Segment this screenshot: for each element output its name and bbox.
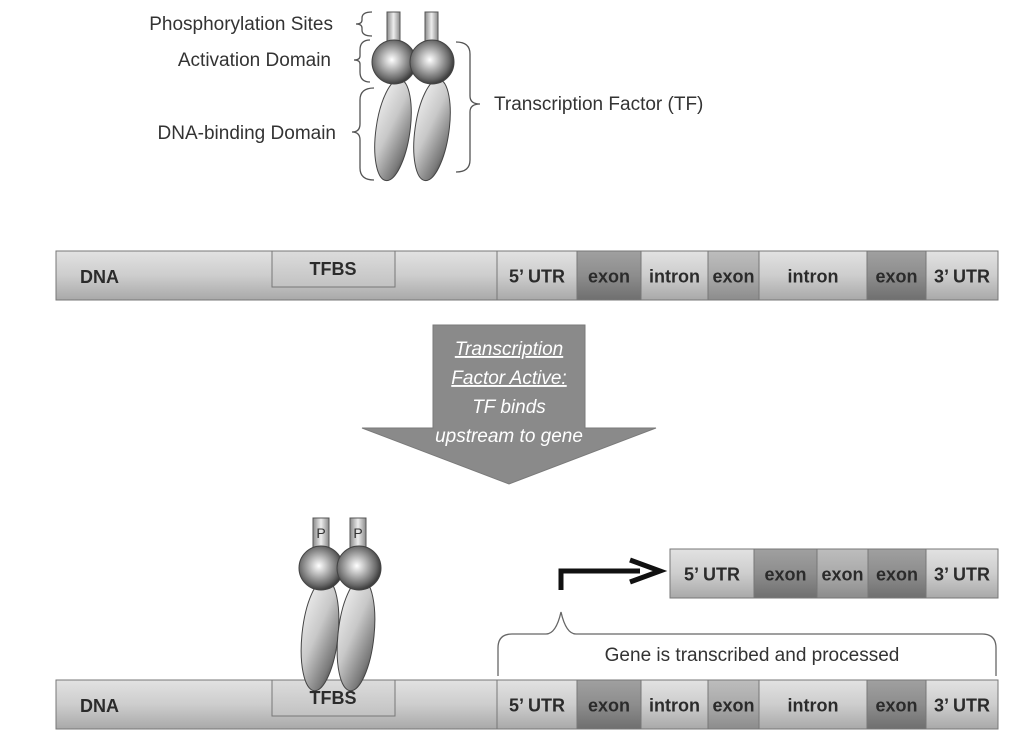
mrna-segment-box [816,548,869,599]
mrna-segment-box [867,548,927,599]
dna-top-tfbs-label: TFBS [310,259,357,279]
phosphorylation-stalk-left [386,11,401,43]
phospho-label-right: P [353,525,362,541]
dna-top-segment-box [640,250,709,301]
dna-bottom-segment-box [576,679,642,730]
active-oval-right [336,578,376,692]
mrna-segment-label: exon [821,565,863,585]
active-ball-right [336,545,382,591]
bracket-activation [353,39,371,83]
mrna-segment-label: 3’ UTR [934,565,990,585]
dna-binding-oval-right [413,78,451,182]
process-arrow-line3: TF binds [472,397,546,418]
dna-top-segment-label: intron [649,267,700,287]
mrna-segment-box [669,548,755,599]
gene-brace [497,611,997,676]
transcription-start-arrow [558,557,668,590]
mrna-segment-label: 5’ UTR [684,565,740,585]
process-arrow-line1: Transcription [455,339,563,360]
process-arrow-shape [361,324,657,485]
dna-binding-oval-left [374,78,412,182]
label-phosphorylation-sites: Phosphorylation Sites [149,14,333,35]
dna-bottom-segment-label: exon [875,696,917,716]
dna-bottom-segment-label: intron [649,696,700,716]
dna-bottom-segment-box [496,679,578,730]
dna-bottom-segment-box [866,679,927,730]
dna-bottom-segment-label: exon [588,696,630,716]
process-arrow: Transcription Factor Active: TF binds up… [361,324,657,485]
activation-ball-left [371,39,417,85]
dna-bottom-segment-label: 3’ UTR [934,696,990,716]
dna-top-label: DNA [80,267,119,287]
tf-active: P P [298,517,382,692]
dna-top-segment-box [758,250,868,301]
dna-bottom-label: DNA [80,696,119,716]
process-arrow-line2: Factor Active: [451,368,566,389]
active-ball-left [298,545,344,591]
mrna-segment-label: exon [764,565,806,585]
label-activation-domain: Activation Domain [178,50,331,71]
dna-top-segment-label: exon [712,267,754,287]
dna-top-segment-box [866,250,927,301]
bracket-dna-binding [351,87,375,181]
mrna-segment-label: exon [876,565,918,585]
mrna-segment-box [753,548,818,599]
dna-top-segments: 5’ UTR exon intron exon intron exon 3’ UTR [496,250,999,301]
tf-brackets [351,11,481,181]
bracket-phospho [355,11,373,37]
process-arrow-line4: upstream to gene [435,426,583,447]
dna-bottom-segment-box [758,679,868,730]
mrna-segments: 5’ UTR exon exon exon 3’ UTR [669,548,999,599]
label-transcription-factor: Transcription Factor (TF) [494,94,703,115]
dna-top-segment-label: 5’ UTR [509,267,565,287]
dna-top-segment-box [925,250,999,301]
tss-arrow-head [629,557,668,585]
dna-top-segment-label: 3’ UTR [934,267,990,287]
dna-top-segment-label: exon [588,267,630,287]
mrna-segment-box [925,548,999,599]
dna-bottom-segment-label: exon [712,696,754,716]
activation-ball-right [409,39,455,85]
dna-top-segment-label: intron [788,267,839,287]
label-dna-binding-domain: DNA-binding Domain [158,123,336,144]
dna-bottom-segments: 5’ UTR exon intron exon intron exon 3’ UTR [496,679,999,730]
tss-arrow-line [558,568,640,590]
phospho-label-left: P [316,525,325,541]
dna-bottom-segment-label: 5’ UTR [509,696,565,716]
gene-brace-label: Gene is transcribed and processed [605,645,900,666]
dna-bottom-segment-box [925,679,999,730]
dna-bottom-segment-box [640,679,709,730]
dna-top-segment-box [576,250,642,301]
dna-bottom-segment-label: intron [788,696,839,716]
dna-bottom-tfbs-label: TFBS [310,688,357,708]
dna-top-segment-label: exon [875,267,917,287]
phosphorylation-stalk-right [424,11,439,43]
tf-inactive [371,11,455,182]
active-oval-left [300,578,340,692]
bracket-tf [455,41,481,173]
dna-top-segment-box [496,250,578,301]
dna-bottom-tfbs-box [271,679,396,717]
dna-top-tfbs-box [271,250,396,288]
